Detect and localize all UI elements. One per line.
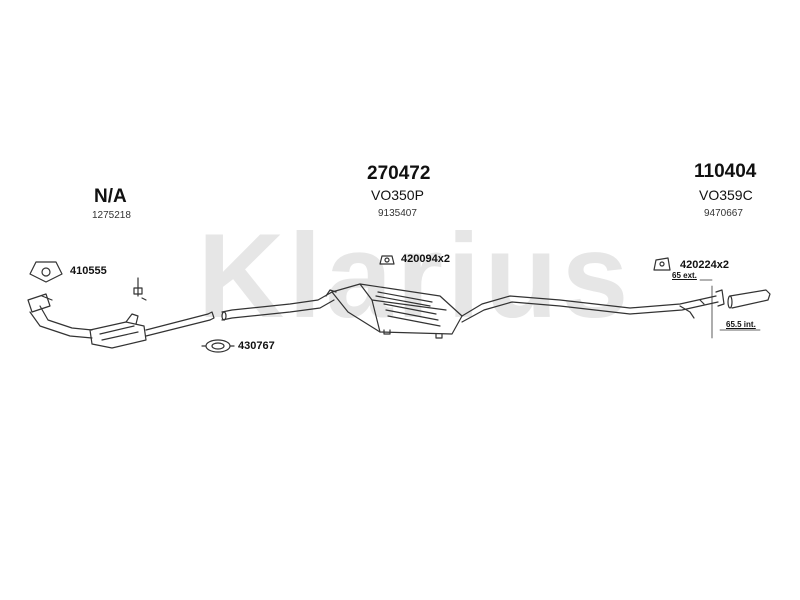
accessory-420224-label: 420224x2: [680, 259, 729, 271]
section-3-reference: VO359C: [699, 187, 753, 203]
middle-silencer: [325, 283, 463, 339]
catalytic-converter: [89, 313, 147, 349]
section-1-oe-number: 1275218: [92, 210, 131, 221]
rubber-mount-icon: [653, 257, 671, 271]
section-3-part-number: 110404: [694, 161, 757, 182]
accessory-420094-label: 420094x2: [401, 253, 450, 265]
section-1-part-number: N/A: [94, 186, 127, 207]
brand-watermark: Klarius: [197, 209, 633, 343]
lambda-sensor: [133, 277, 147, 301]
dimension-lines: [699, 279, 761, 339]
rear-pipe: [461, 295, 719, 323]
tail-ext-dimension: 65 ext.: [672, 271, 697, 280]
rubber-mount-icon: [379, 255, 395, 265]
tail-pipe: [715, 289, 771, 309]
intermediate-pipe: [145, 311, 215, 337]
clamp-icon: [201, 339, 235, 353]
tail-int-dimension: 65.5 int.: [726, 320, 756, 329]
flange-gasket-icon: [29, 261, 63, 283]
accessory-410555-label: 410555: [70, 265, 107, 277]
front-pipe: [27, 293, 93, 339]
section-2-reference: VO350P: [371, 187, 424, 203]
middle-pipe: [221, 291, 335, 321]
section-2-oe-number: 9135407: [378, 208, 417, 219]
accessory-430767-label: 430767: [238, 340, 275, 352]
section-3-oe-number: 9470667: [704, 208, 743, 219]
section-2-part-number: 270472: [367, 163, 431, 184]
